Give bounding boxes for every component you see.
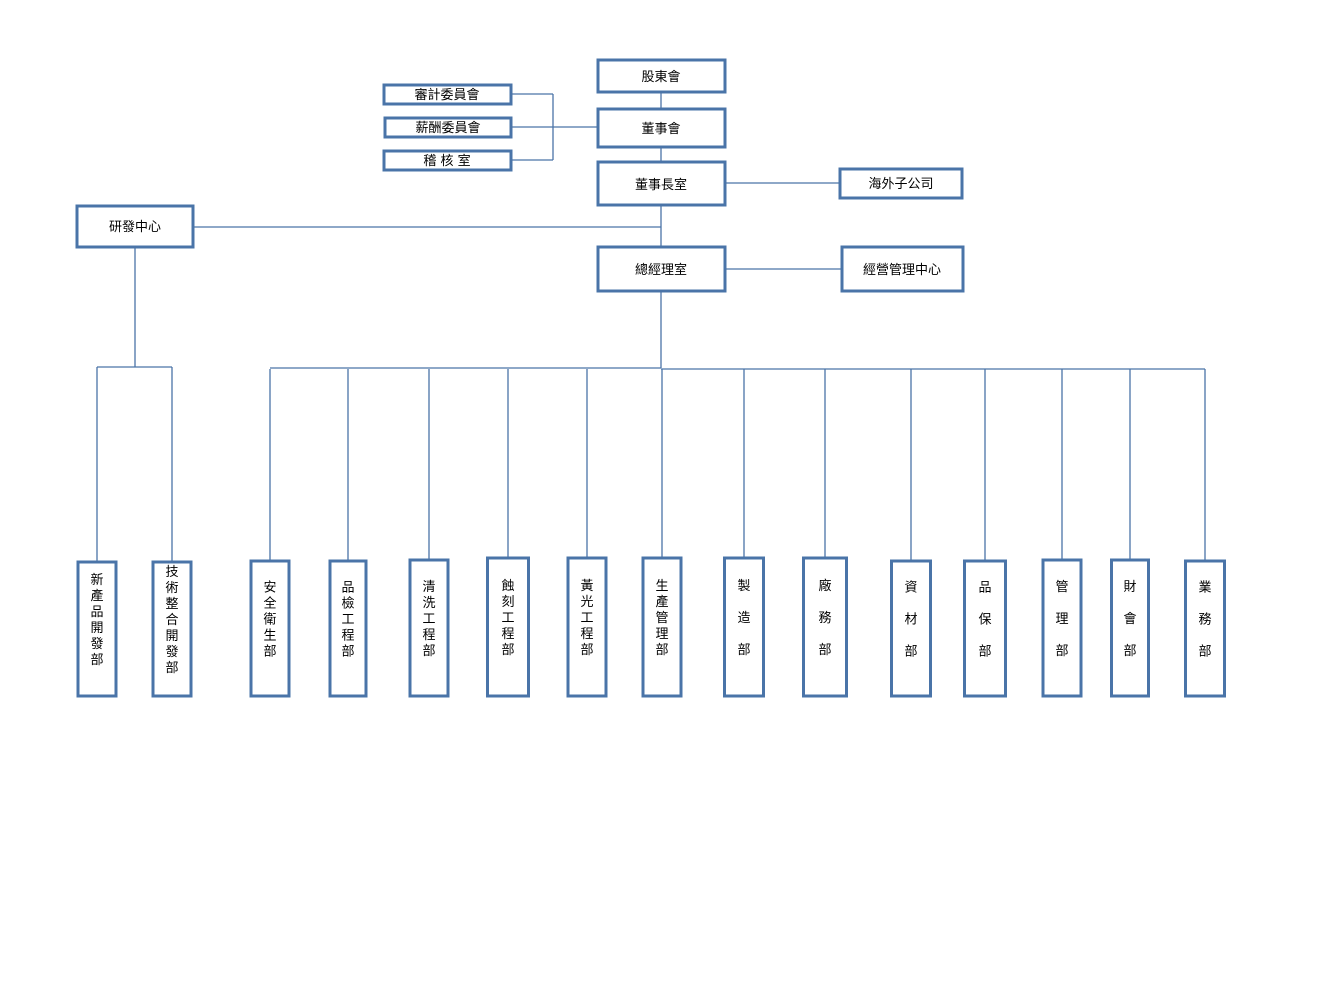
rd-department-2-label: 技術整合開發部 — [165, 565, 178, 676]
department-11-label: 管理部 — [1055, 580, 1068, 659]
gm-office-label: 總經理室 — [635, 262, 687, 278]
department-2[interactable]: 品檢工程部 — [328, 559, 368, 698]
shareholders-node[interactable]: 股東會 — [596, 58, 727, 94]
overseas-subsidiary-node[interactable]: 海外子公司 — [838, 167, 964, 200]
department-10-label: 品保部 — [978, 581, 991, 660]
department-5[interactable]: 黃光工程部 — [566, 556, 608, 698]
department-3-label: 清洗工程部 — [422, 580, 435, 659]
rd-center-node[interactable]: 研發中心 — [75, 204, 195, 249]
chairman-office-label: 董事長室 — [635, 177, 687, 193]
management-center-node[interactable]: 經營管理中心 — [840, 245, 965, 293]
audit-committee-node[interactable]: 審計委員會 — [382, 83, 513, 106]
rd-department-1[interactable]: 新產品開發部 — [76, 560, 118, 698]
shareholders-label: 股東會 — [641, 69, 680, 85]
overseas-subsidiary-label: 海外子公司 — [868, 177, 933, 192]
department-row: 安全衛生部 品檢工程部 清洗工程部 蝕刻工程部 黃光工程部 生產管理部 製造部 廠務部 資材部 品… — [249, 556, 1226, 698]
board-node[interactable]: 董事會 — [596, 107, 727, 149]
department-13[interactable]: 業務部 — [1184, 559, 1226, 698]
rd-center-label: 研發中心 — [109, 220, 161, 235]
department-13-label: 業務部 — [1198, 580, 1211, 660]
chairman-office-node[interactable]: 董事長室 — [596, 160, 727, 207]
rd-department-2[interactable]: 技術整合開發部 — [151, 560, 193, 698]
department-5-label: 黃光工程部 — [580, 579, 593, 658]
department-2-label: 品檢工程部 — [341, 581, 354, 660]
audit-committee-label: 審計委員會 — [414, 87, 479, 103]
department-8-label: 廠務部 — [818, 578, 831, 658]
audit-office-label: 稽 核 室 — [423, 153, 470, 169]
department-4-label: 蝕刻工程部 — [501, 579, 514, 658]
department-3[interactable]: 清洗工程部 — [408, 558, 450, 698]
department-6-label: 生產管理部 — [655, 579, 668, 658]
department-1-label: 安全衛生部 — [263, 581, 276, 660]
department-1[interactable]: 安全衛生部 — [249, 559, 291, 698]
board-label: 董事會 — [641, 122, 680, 137]
department-12-label: 財會部 — [1123, 580, 1136, 659]
department-9[interactable]: 資材部 — [890, 559, 932, 698]
department-9-label: 資材部 — [904, 581, 917, 660]
rd-department-row: 新產品開發部 技術整合開發部 — [76, 560, 193, 698]
connector-lines — [96, 92, 1206, 562]
compensation-committee-label: 薪酬委員會 — [415, 121, 480, 136]
department-4[interactable]: 蝕刻工程部 — [486, 556, 530, 698]
department-7[interactable]: 製造部 — [723, 556, 765, 698]
gm-office-node[interactable]: 總經理室 — [596, 245, 727, 293]
department-6[interactable]: 生產管理部 — [641, 556, 683, 698]
compensation-committee-node[interactable]: 薪酬委員會 — [383, 116, 513, 139]
rd-department-1-label: 新產品開發部 — [90, 572, 103, 668]
department-10[interactable]: 品保部 — [963, 559, 1007, 698]
department-11[interactable]: 管理部 — [1041, 558, 1083, 698]
department-12[interactable]: 財會部 — [1110, 558, 1150, 698]
department-8[interactable]: 廠務部 — [802, 556, 848, 698]
audit-office-node[interactable]: 稽 核 室 — [382, 149, 513, 172]
department-7-label: 製造部 — [737, 579, 750, 658]
management-center-label: 經營管理中心 — [863, 263, 941, 278]
